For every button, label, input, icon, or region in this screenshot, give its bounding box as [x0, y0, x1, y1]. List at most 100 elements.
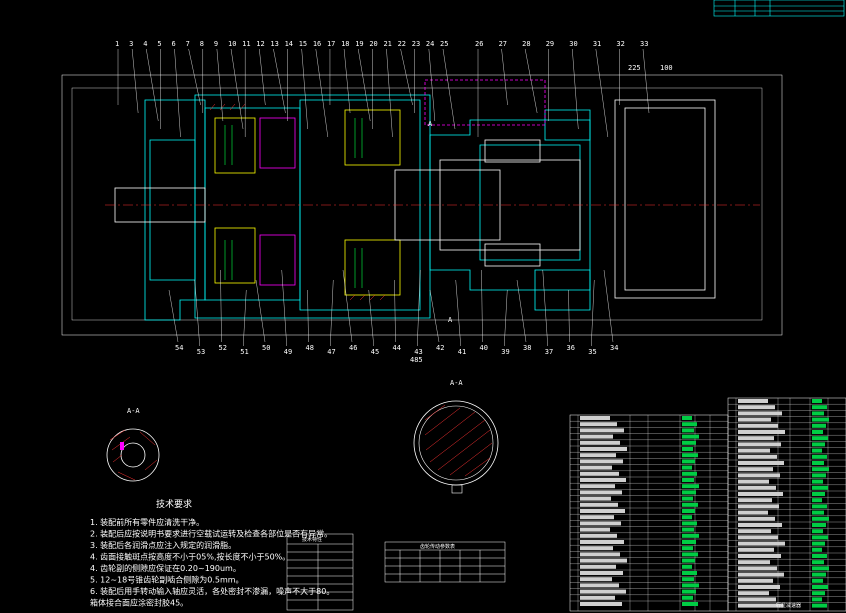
bom-cell-material — [812, 566, 829, 571]
callout-top: 16 — [313, 40, 321, 48]
callout-top: 24 — [426, 40, 434, 48]
tech-req-item: 5. 12~18号锥齿轮副啮合侧隙为0.5mm。 — [90, 575, 244, 585]
bom-cell-text — [580, 540, 624, 544]
callout-top: 10 — [228, 40, 236, 48]
tech-req-item: 3. 装配后各润滑点应注入规定的润滑脂。 — [90, 540, 236, 550]
bom-cell-text — [738, 448, 770, 453]
section-marker-bottom: A — [448, 316, 453, 324]
callout-top: 4 — [143, 40, 147, 48]
bom-cell-text — [738, 597, 776, 602]
bom-cell-text — [738, 591, 769, 596]
callout-bottom: 44 — [393, 344, 401, 352]
callout-top: 6 — [172, 40, 176, 48]
callout-top: 25 — [440, 40, 448, 48]
bom-cell-text — [580, 571, 623, 575]
callout-top: 33 — [640, 40, 648, 48]
bom-cell-text — [738, 430, 785, 434]
callout-top: 13 — [270, 40, 278, 48]
bom-cell-material — [812, 467, 829, 472]
bom-cell-material — [682, 589, 696, 594]
bom-cell-text — [580, 583, 619, 588]
leader-line — [301, 48, 308, 130]
callout-bottom: 35 — [588, 348, 596, 356]
dim-right2: 100 — [660, 64, 673, 72]
leader-line — [230, 48, 244, 130]
leader-line — [429, 289, 440, 343]
bom-cell-material — [682, 478, 694, 482]
bom-cell-text — [738, 560, 770, 565]
callout-bottom: 37 — [545, 348, 553, 356]
leader-line — [216, 48, 224, 122]
bom-cell-material — [682, 521, 697, 526]
bom-cell-material — [812, 541, 825, 546]
callout-bottom: 38 — [523, 344, 531, 352]
leader-line — [358, 48, 371, 122]
leader-line — [307, 289, 309, 343]
leader-line — [568, 289, 570, 343]
bom-cell-text — [580, 564, 616, 569]
bom-cell-text — [738, 461, 784, 465]
bom-cell-material — [812, 535, 828, 540]
leader-line — [642, 48, 650, 114]
parts-list — [569, 397, 846, 612]
bom-cell-text — [738, 523, 782, 527]
bom-cell-material — [682, 502, 698, 507]
bom-cell-material — [682, 453, 698, 458]
bom-cell-text — [580, 527, 610, 532]
bom-cell-text — [580, 490, 622, 495]
bom-cell-text — [580, 502, 618, 507]
bom-cell-material — [812, 529, 823, 534]
callout-bottom: 43 — [414, 348, 422, 356]
callout-bottom: 40 — [480, 344, 488, 352]
bom-cell-text — [738, 485, 776, 490]
bom-cell-text — [580, 447, 627, 451]
gear-table — [384, 541, 506, 583]
callout-bottom: 36 — [567, 344, 575, 352]
callout-top: 20 — [369, 40, 377, 48]
bom-cell-text — [580, 552, 620, 557]
callout-bottom: 51 — [240, 348, 248, 356]
callout-bottom: 53 — [197, 348, 205, 356]
bom-cell-material — [812, 405, 827, 410]
bom-cell-material — [682, 490, 696, 495]
callout-bottom: 54 — [175, 344, 183, 352]
callout-top: 22 — [398, 40, 406, 48]
dim-overall: 485 — [410, 356, 423, 364]
bom-cell-material — [682, 434, 699, 439]
callout-top: 30 — [569, 40, 577, 48]
bom-cell-material — [812, 572, 826, 577]
bom-cell-text — [580, 602, 622, 606]
bom-cell-material — [812, 554, 827, 558]
leader-line — [368, 289, 374, 347]
bom-cell-material — [812, 479, 823, 484]
leader-line — [168, 289, 179, 343]
bom-cell-text — [580, 521, 621, 526]
bom-cell-material — [812, 492, 825, 496]
top-right-table — [713, 0, 845, 17]
bom-cell-text — [738, 423, 778, 428]
bom-cell-text — [738, 529, 771, 534]
bom-cell-material — [682, 527, 694, 532]
callout-top: 18 — [341, 40, 349, 48]
callout-top: 11 — [242, 40, 250, 48]
callout-top: 19 — [355, 40, 363, 48]
callout-top: 5 — [157, 40, 161, 48]
leader-line — [188, 48, 201, 106]
leader-line — [315, 48, 329, 138]
bom-cell-material — [682, 583, 699, 588]
callout-top: 27 — [499, 40, 507, 48]
bom-cell-material — [682, 533, 699, 538]
leader-line — [131, 48, 139, 114]
bom-cell-material — [682, 602, 698, 606]
callout-bottom: 34 — [610, 344, 618, 352]
tech-req-item: 2. 装配后应按说明书要求进行空载试运转及检查各部位是否有异常。 — [90, 529, 332, 539]
leader-line — [524, 48, 538, 114]
main-assembly — [61, 74, 783, 336]
leader-line — [194, 279, 200, 347]
bom-cell-text — [738, 479, 769, 484]
bom-cell-material — [812, 560, 824, 565]
bom-cell-material — [812, 516, 829, 521]
bom-cell-material — [682, 552, 698, 557]
leader-line — [330, 279, 334, 347]
